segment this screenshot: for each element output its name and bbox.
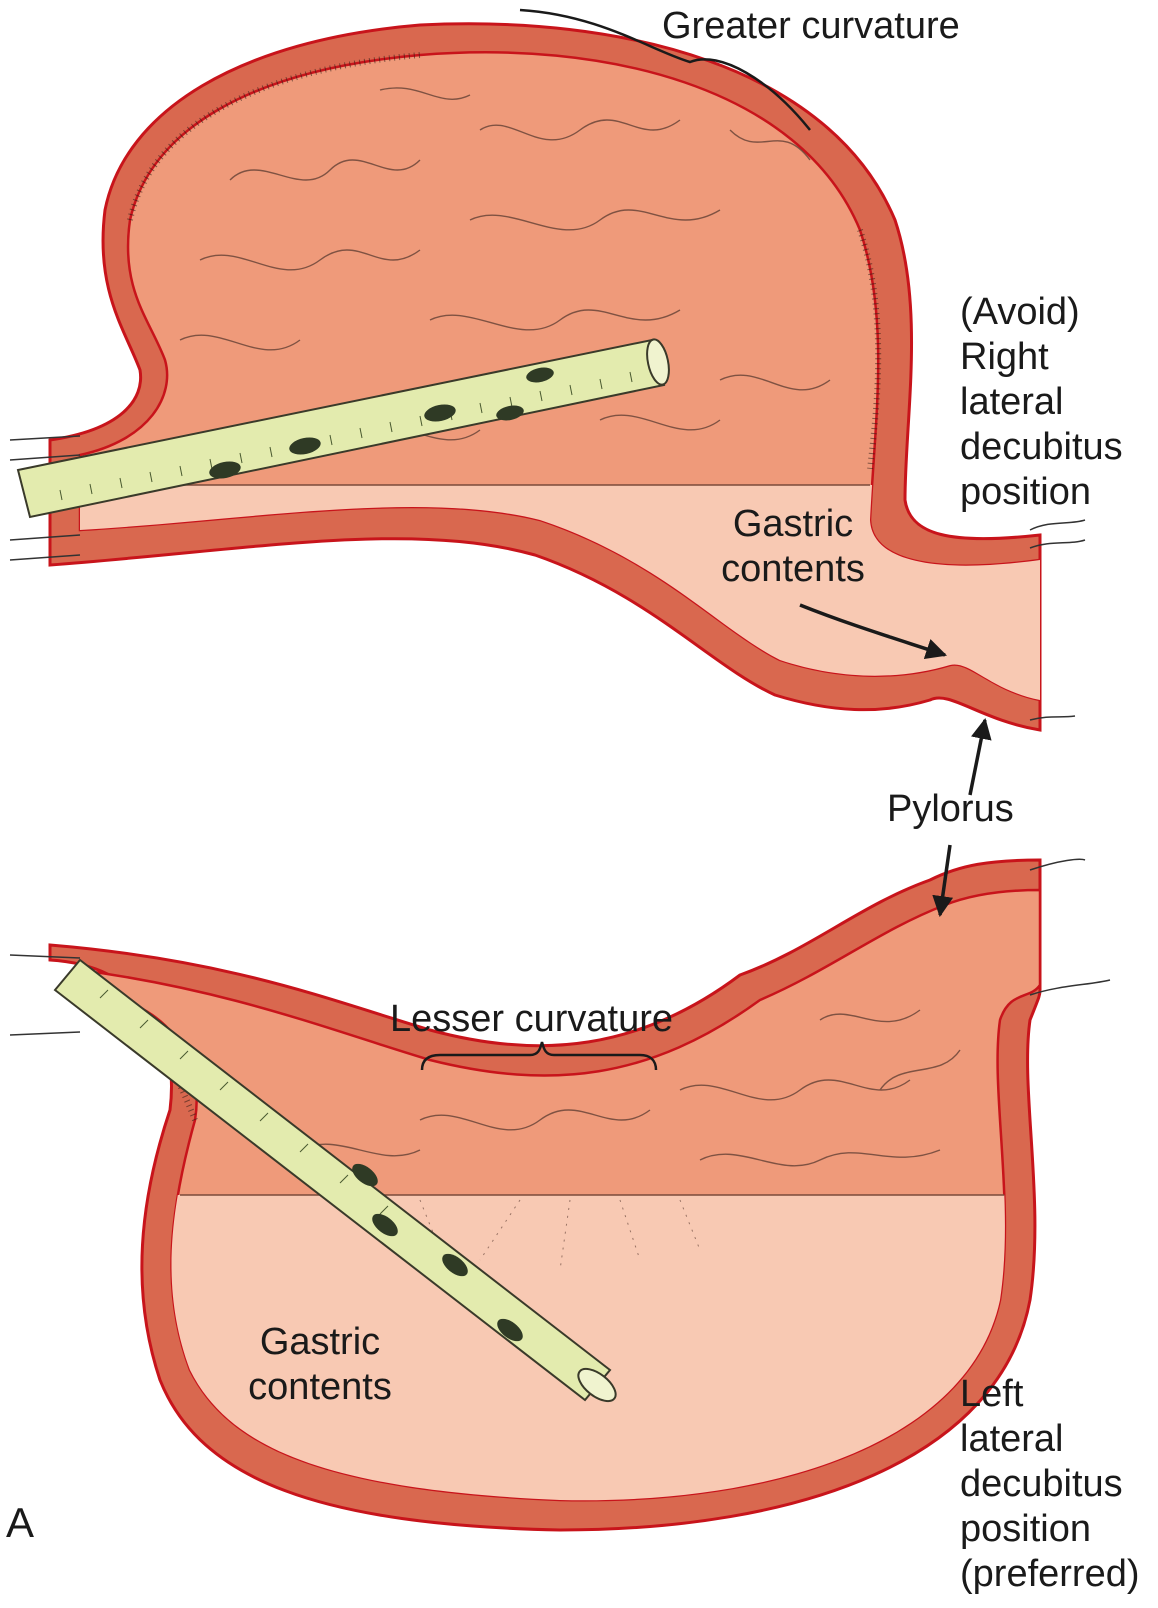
lesser-curvature-brace: [420, 1041, 658, 1071]
greater-curvature-brace: [519, 8, 811, 131]
avoid-position-label: (Avoid) Right lateral decubitus position: [960, 290, 1123, 515]
preferred-position-line: lateral: [960, 1418, 1064, 1460]
tube-side-hole: [526, 367, 554, 383]
gastric-contents-top-label: Gastric contents: [708, 502, 878, 592]
greater-curvature-label: Greater curvature: [662, 5, 960, 47]
tube-side-hole: [289, 437, 321, 455]
pylorus-arrow-down: [932, 844, 954, 918]
preferred-position-line: position: [960, 1508, 1091, 1550]
panel-letter: A: [6, 1499, 35, 1546]
tube-side-hole: [496, 405, 524, 421]
gastric-contents-top-line: Gastric: [732, 503, 854, 545]
top-nasogastric-tube: [16, 338, 670, 519]
preferred-position-label: Left lateral decubitus position (preferr…: [960, 1372, 1140, 1597]
pylorus-arrow-up: [968, 717, 992, 796]
tube-side-hole: [424, 404, 456, 422]
preferred-position-line: (preferred): [960, 1553, 1140, 1595]
preferred-position-line: decubitus: [960, 1463, 1123, 1505]
tube-side-hole: [352, 1163, 378, 1187]
avoid-position-line: Right: [960, 336, 1049, 378]
avoid-position-line: decubitus: [960, 426, 1123, 468]
gastric-contents-bottom-line: Gastric: [259, 1321, 381, 1363]
top-rugae: [179, 87, 831, 441]
gastric-contents-bottom-line: contents: [248, 1366, 392, 1408]
bottom-stomach: [9, 858, 1111, 1532]
preferred-position-line: Left: [960, 1373, 1024, 1415]
gastric-contents-arrow: [799, 603, 947, 659]
tube-side-hole: [372, 1213, 398, 1237]
bottom-nasogastric-tube: [53, 958, 617, 1403]
tube-side-hole: [497, 1318, 523, 1342]
avoid-position-line: lateral: [960, 381, 1064, 423]
annotation-arrows: [799, 603, 992, 918]
avoid-position-line: (Avoid): [960, 291, 1080, 333]
pylorus-label: Pylorus: [887, 788, 1014, 830]
tube-side-hole: [209, 461, 241, 479]
gastric-contents-top-line: contents: [721, 548, 865, 590]
gastric-contents-bottom-label: Gastric contents: [235, 1320, 405, 1410]
lesser-curvature-label: Lesser curvature: [390, 998, 674, 1040]
avoid-position-line: position: [960, 471, 1091, 513]
top-stomach: [9, 8, 1086, 732]
tube-side-hole: [442, 1253, 468, 1277]
bottom-rugae: [299, 1009, 961, 1167]
